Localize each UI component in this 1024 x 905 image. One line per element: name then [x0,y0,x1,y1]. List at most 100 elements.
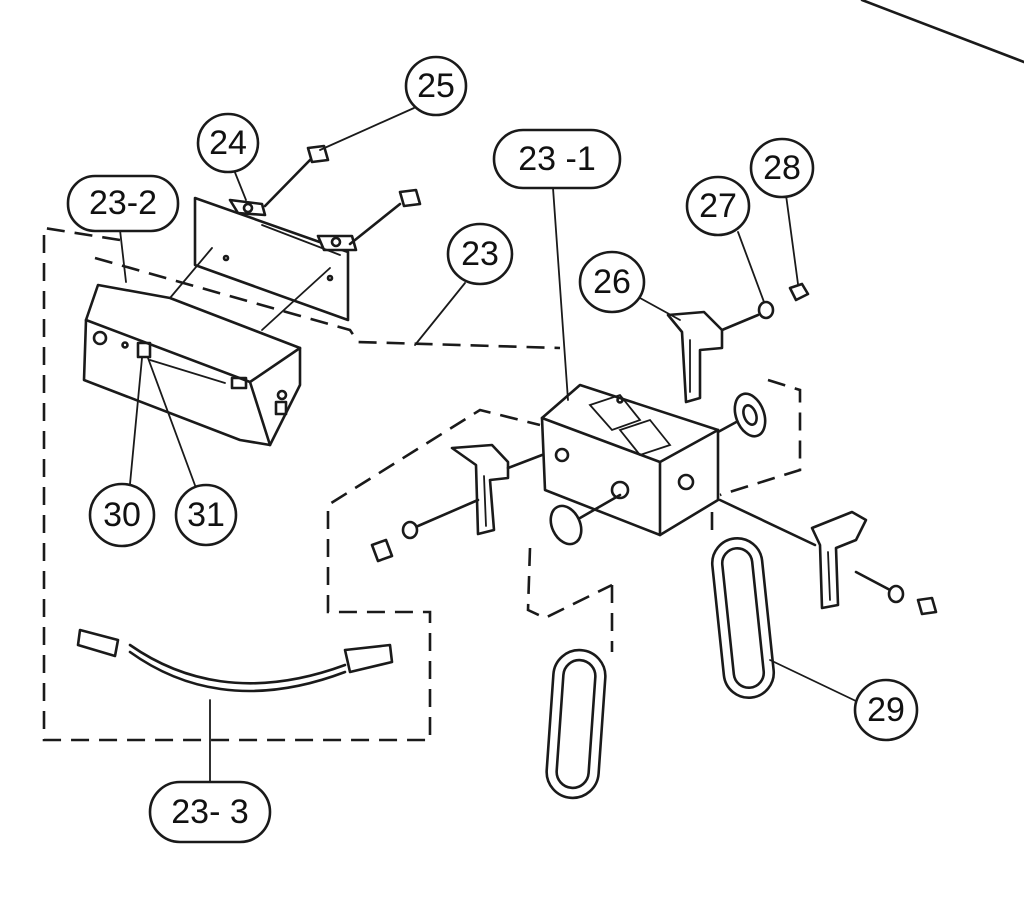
belt-inner [555,658,597,790]
sensor-front-hole [554,447,570,463]
cable-connector-left [76,628,120,658]
bracket-guide [169,247,213,299]
cover-side-hole [276,389,288,401]
callout-label: 23 [461,235,499,273]
cover-slot [149,359,226,384]
bracket-tab-left [228,198,267,217]
callout-label: 25 [417,67,455,105]
leader-23-1 [552,187,569,401]
callout-bubble [446,222,514,286]
right-screw-washer [718,498,938,616]
cable-wire [128,643,347,685]
cover-top-edge [248,346,302,384]
washer-axis [720,313,760,332]
l-bracket-slot [483,475,487,527]
callout-label: 26 [593,263,631,301]
callout-bubble [196,112,260,174]
bracket-hole-right [330,236,342,248]
l-bracket-right [810,510,868,610]
callout-label: 23-2 [89,184,157,222]
callout-label: 24 [209,124,247,162]
leader-28 [785,194,799,285]
assembly-23-upper-boundary [94,256,561,350]
l-bracket-body [810,510,868,610]
screw-axis [348,202,402,246]
callout-label: 28 [763,149,801,187]
sensor-shaft-hole [610,480,630,500]
cover-dot [121,341,129,349]
cover-lens [230,376,248,390]
l-bracket-26 [666,310,724,404]
pulley-hub [742,404,758,426]
callout-23-2: 23-2 [66,174,180,233]
l-bracket-body [450,443,510,536]
l-bracket-slot [827,551,831,601]
sensor-window [588,393,642,432]
corner-edge-line [860,0,1024,64]
bracket-tab-right [316,234,358,252]
cover-body [82,283,302,447]
callout-label: 23- 3 [171,793,249,831]
screw-axis [854,570,892,592]
callout-label: 29 [867,691,905,729]
pulley-wheel [733,392,767,438]
sensor-window [618,418,672,457]
cover-switch [136,341,152,359]
nut [788,282,810,302]
callout-bubble [404,55,468,117]
cover-part-23-2 [82,283,302,447]
callout-27: 27 [685,175,751,237]
cable-part-23-3 [76,628,394,693]
callout-bubble [749,137,815,199]
callout-bubble [578,250,646,314]
callout-bubble [685,175,751,237]
callout-bubble [853,678,919,742]
callout-30: 30 [88,482,156,548]
bracket-plate-24 [169,196,358,331]
callout-bubble [66,174,180,233]
callout-bubble [88,482,156,548]
callout-29: 29 [853,678,919,742]
washer [401,520,419,540]
leader-30 [129,357,143,485]
cover-side-port [274,400,288,416]
washer [757,300,775,320]
l-bracket-left [450,443,510,536]
left-screw-washer [370,453,544,563]
callout-24: 24 [196,112,260,174]
nut-28 [788,282,810,302]
belt-outer [545,648,607,800]
callout-23: 23 [446,222,514,286]
screw-head [306,144,330,164]
callout-bubble [492,128,622,190]
right-bracket-frame [719,378,802,497]
washer [887,584,905,604]
l-bracket-body [666,310,724,404]
screw-axis [506,453,544,470]
pulley-lower [549,493,622,546]
sensor-dot [616,396,624,404]
leader-27 [737,231,765,303]
washer-27 [720,300,775,332]
sensor-block-23-1 [540,383,720,537]
pulley-shaft [578,493,622,520]
bracket-dot [222,254,230,262]
screw-axis [263,158,312,208]
pulley-right [716,392,767,438]
leader-31 [147,357,197,489]
cable-wire-edge [128,650,347,693]
belt-29-right [710,537,776,699]
leader-26 [639,297,681,321]
pulley-wheel [549,504,583,546]
bracket-guide [261,267,331,331]
bracket-dot [326,274,334,282]
bracket-hole-left [242,202,254,214]
leader-23-2 [119,229,127,283]
callout-31: 31 [174,483,238,547]
callout-bubble [148,780,272,844]
callout-25: 25 [404,55,468,117]
lower-bracket-frame [526,547,613,620]
assembly-23-boundary [42,226,541,742]
